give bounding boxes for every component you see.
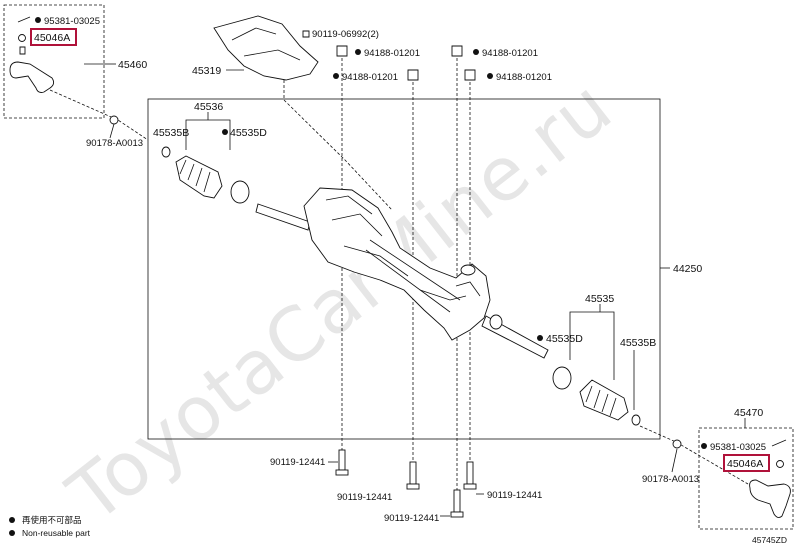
non-reusable-marker: [701, 443, 707, 449]
diagram-code: 45745ZD: [752, 535, 787, 545]
label-94188-c[interactable]: 94188-01201: [482, 48, 538, 59]
bolt-bottom-b-icon: [406, 461, 420, 490]
lock-washer-left-icon: [109, 115, 119, 125]
boot-clamp-large-left-icon: [230, 180, 250, 204]
tie-rod-end-right-box: [698, 427, 794, 530]
steering-cover-45319-icon: [213, 15, 319, 81]
label-45535D-left[interactable]: 45535D: [230, 127, 267, 139]
bolt-94188-b-icon: [407, 69, 419, 81]
non-reusable-marker: [473, 49, 479, 55]
non-reusable-marker: [355, 49, 361, 55]
bolt-bottom-c-icon: [463, 461, 477, 490]
legend-marker: [9, 530, 15, 536]
label-45470[interactable]: 45470: [734, 407, 763, 419]
label-94188-d[interactable]: 94188-01201: [496, 72, 552, 83]
label-90119-06992[interactable]: 90119-06992(2): [312, 29, 379, 40]
label-95381-top[interactable]: 95381-03025: [44, 16, 100, 27]
bolt-94188-a-icon: [336, 45, 348, 57]
legend-marker: [9, 517, 15, 523]
label-94188-a[interactable]: 94188-01201: [364, 48, 420, 59]
non-reusable-marker: [487, 73, 493, 79]
bolt-icon: [302, 30, 310, 38]
label-90178-left[interactable]: 90178-A0013: [86, 138, 143, 149]
label-90119-12441-a[interactable]: 90119-12441: [270, 457, 325, 468]
pinion-port: [460, 264, 476, 276]
highlight-45046A-bottom: [723, 454, 770, 472]
tie-rod-end-icon: [9, 61, 55, 93]
tie-rod-end-icon: [749, 479, 791, 519]
rack-shaft-left: [255, 203, 311, 231]
highlight-45046A-top: [30, 28, 77, 46]
cotter-pin-icon: [19, 46, 26, 55]
label-45319[interactable]: 45319: [192, 65, 221, 77]
label-90119-12441-c[interactable]: 90119-12441: [487, 490, 542, 501]
label-44250[interactable]: 44250: [673, 263, 702, 275]
label-45535B-left[interactable]: 45535B: [153, 127, 189, 139]
bolt-94188-d-icon: [464, 69, 476, 81]
label-45536[interactable]: 45536: [194, 101, 223, 113]
nut-icon: [18, 34, 26, 42]
label-45460[interactable]: 45460: [118, 59, 147, 71]
non-reusable-marker: [537, 335, 543, 341]
non-reusable-marker: [333, 73, 339, 79]
label-90178-right[interactable]: 90178-A0013: [642, 474, 699, 485]
lock-washer-right-icon: [672, 439, 682, 449]
legend-line1: 再使用不可部品: [22, 515, 82, 525]
tie-rod-end-left-box: [3, 4, 105, 119]
non-reusable-marker: [35, 17, 41, 23]
bolt-bottom-a-icon: [335, 449, 349, 476]
label-45046A-bottom[interactable]: 45046A: [727, 458, 763, 470]
bolt-94188-c-icon: [451, 45, 463, 57]
boot-clamp-small-right-icon: [631, 414, 641, 426]
boot-clamp-small-left-icon: [161, 146, 171, 158]
label-90119-12441-b[interactable]: 90119-12441: [337, 492, 392, 503]
label-95381-bottom[interactable]: 95381-03025: [710, 442, 766, 453]
label-94188-b[interactable]: 94188-01201: [342, 72, 398, 83]
label-45535D-right[interactable]: 45535D: [546, 333, 583, 345]
label-45535B-right[interactable]: 45535B: [620, 337, 656, 349]
rack-housing-main: [303, 187, 491, 341]
label-45046A-top[interactable]: 45046A: [34, 32, 70, 44]
label-45535[interactable]: 45535: [585, 293, 614, 305]
steering-boot-right-icon: [579, 379, 629, 421]
bolt-bottom-d-icon: [450, 489, 464, 518]
rack-seal: [489, 314, 503, 330]
rack-assembly-frame: [147, 98, 661, 440]
nut-icon: [776, 460, 784, 468]
boot-clamp-large-right-icon: [552, 366, 572, 390]
label-90119-12441-d[interactable]: 90119-12441: [384, 513, 439, 524]
legend-line2: Non-reusable part: [22, 528, 91, 538]
non-reusable-marker: [222, 129, 228, 135]
